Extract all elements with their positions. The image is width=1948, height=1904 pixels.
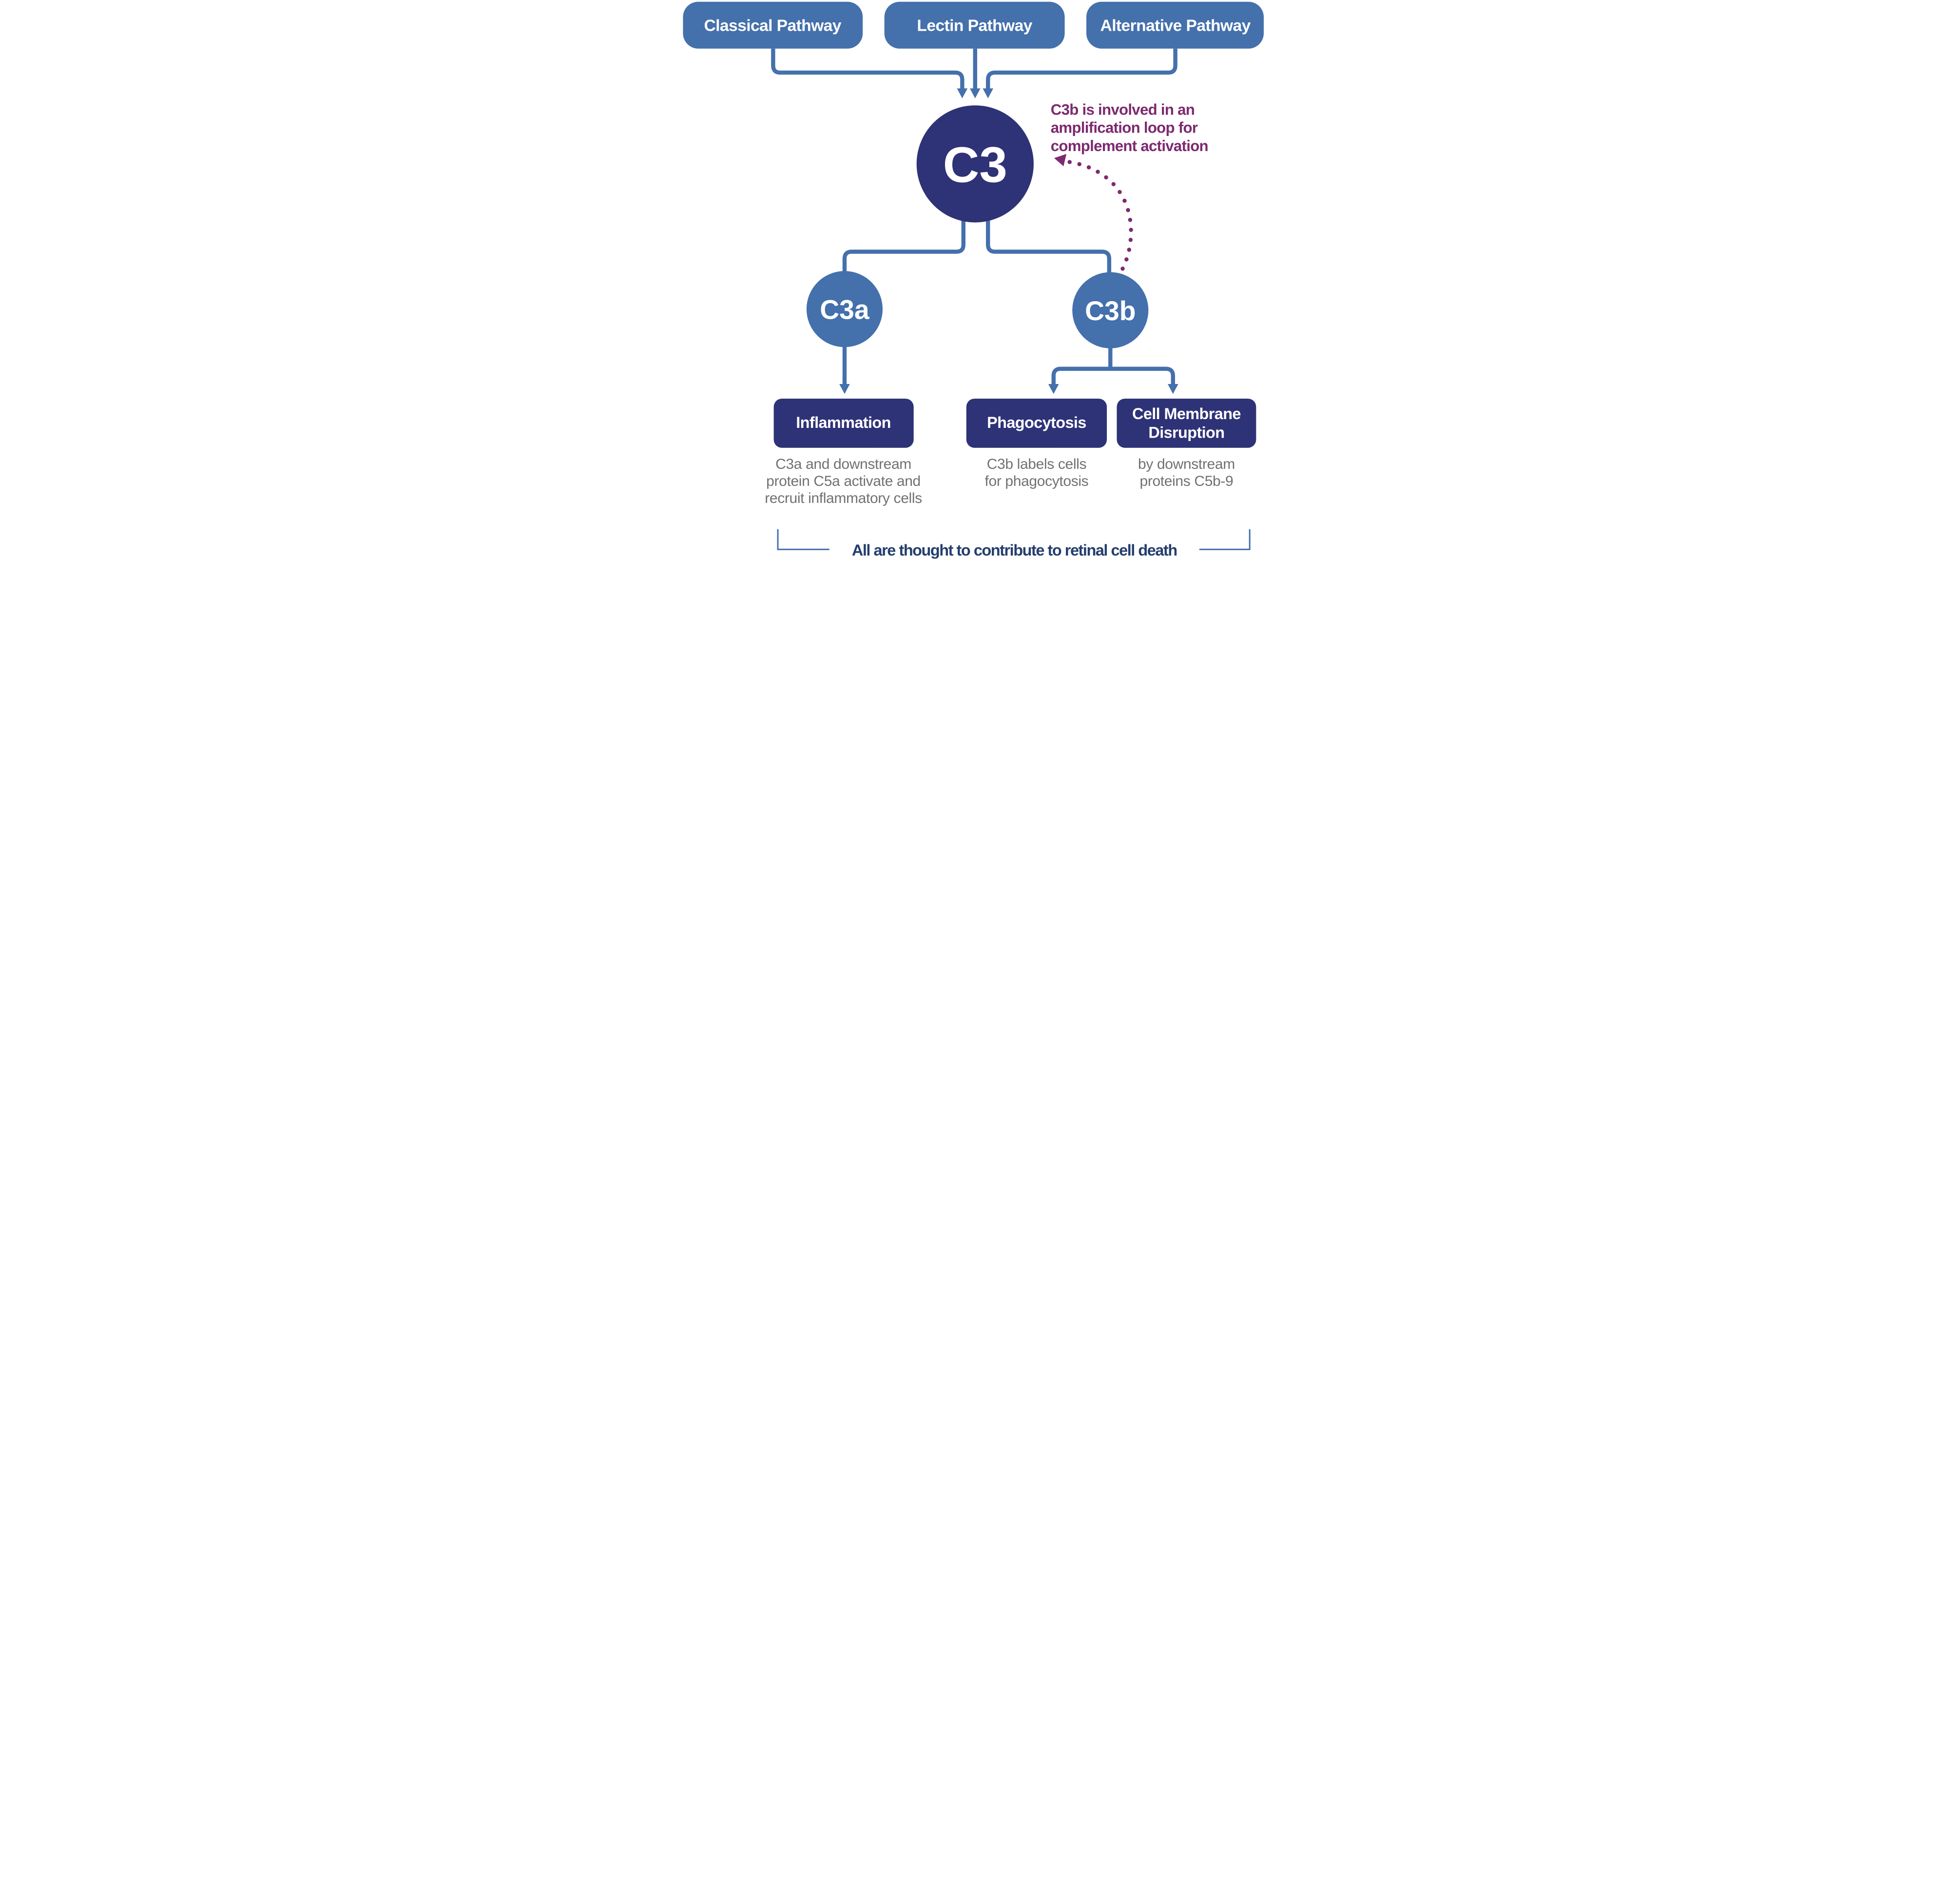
footer-statement: All are thought to contribute to retinal… [851,541,1177,559]
cell-membrane-description-line: by downstream [1138,456,1235,472]
arrowhead-down-icon [957,88,967,98]
lectin-pathway-label: Lectin Pathway [917,17,1032,35]
phagocytosis-label: Phagocytosis [987,414,1086,431]
arrowhead-down-icon [982,88,993,98]
inflammation-label: Inflammation [796,414,891,431]
connector-c3-to-c3a [842,216,965,272]
cell-membrane-disruption-box [1116,399,1256,448]
footer-bracket-left [776,529,829,550]
amplification-annotation-line: C3b is involved in an [1050,101,1194,118]
diagram-canvas: Classical Pathway Lectin Pathway Alterna… [682,1,1264,559]
alternative-pathway-label: Alternative Pathway [1100,17,1251,35]
amplification-annotation-line: amplification loop for [1050,119,1197,136]
footer-bracket-right [1199,529,1251,550]
alternative-pathway-box [1086,1,1264,49]
inflammation-description-line: C3a and downstream [775,456,911,472]
cell-membrane-description-line: proteins C5b-9 [1139,473,1233,489]
connector-c3-to-c3b [985,216,1111,273]
c3a-node-label: C3a [820,295,870,325]
inflammation-description-line: protein C5a activate and [766,473,921,489]
c3-node [916,105,1034,223]
inflammation-box [773,399,914,448]
arrowhead-down-icon [969,88,981,98]
lectin-pathway-box [884,1,1065,49]
amplification-annotation-line: complement activation [1050,137,1208,154]
connector-c3b-split [1051,347,1175,385]
connector-alternative-to-c3 [985,48,1177,90]
amplification-loop-dotted-arc [1064,159,1133,271]
connector-classical-to-c3 [771,48,964,90]
cell-membrane-disruption-label-line: Disruption [1148,423,1224,441]
phagocytosis-box [966,399,1107,448]
complement-pathway-diagram: Classical Pathway Lectin Pathway Alterna… [682,0,1267,572]
c3-node-label: C3 [943,136,1007,193]
arrowhead-down-icon [1167,384,1178,394]
c3a-node [806,271,883,347]
amplification-loop-arrowhead-icon [1054,154,1066,167]
arrowhead-down-icon [839,384,850,394]
classical-pathway-box [682,1,863,49]
inflammation-description-line: recruit inflammatory cells [765,490,922,506]
phagocytosis-description-line: for phagocytosis [984,473,1088,489]
arrowhead-down-icon [1048,384,1059,394]
phagocytosis-description-line: C3b labels cells [986,456,1086,472]
cell-membrane-disruption-label-line: Cell Membrane [1132,405,1241,423]
c3b-node [1072,272,1148,348]
c3b-node-label: C3b [1085,296,1136,326]
classical-pathway-label: Classical Pathway [704,17,841,35]
